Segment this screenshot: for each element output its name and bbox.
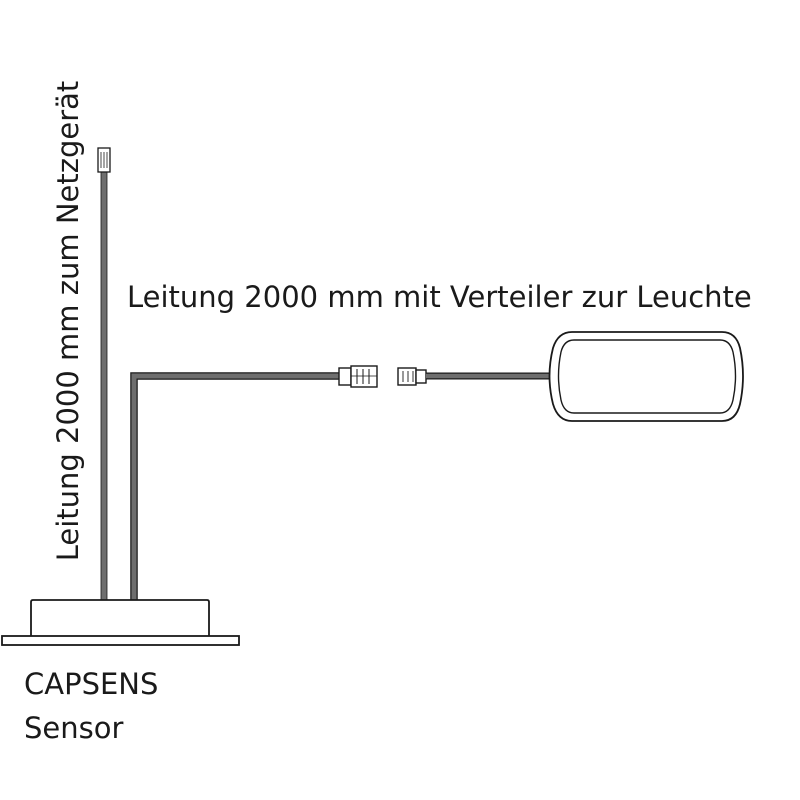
sensor-housing bbox=[1, 599, 240, 646]
connector-male bbox=[338, 365, 378, 388]
horizontal-cable-label: Leitung 2000 mm mit Verteiler zur Leucht… bbox=[127, 280, 752, 314]
vertical-cable-label: Leitung 2000 mm zum Netzgerät bbox=[51, 80, 85, 562]
power-plug bbox=[97, 147, 111, 173]
power-cable bbox=[100, 169, 108, 603]
sensor-name-label: CAPSENS bbox=[24, 667, 159, 701]
sensor-type-label: Sensor bbox=[24, 711, 124, 745]
connector-female bbox=[397, 367, 427, 386]
distributor-cable bbox=[130, 372, 340, 602]
luminaire bbox=[548, 331, 744, 422]
